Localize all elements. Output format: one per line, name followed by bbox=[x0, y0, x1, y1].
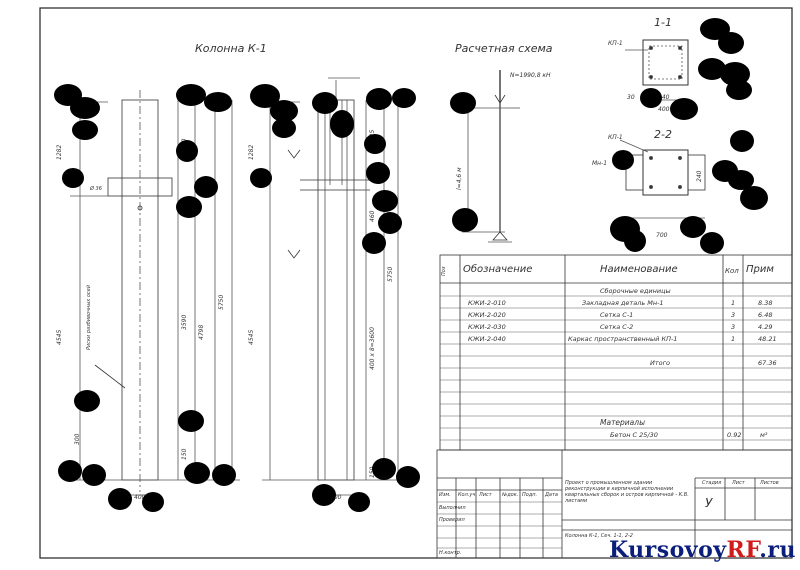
right-dim-4: 460 bbox=[369, 210, 376, 222]
watermark-part-1: Kursovoy bbox=[609, 537, 727, 563]
spec-header-qty: Кол bbox=[725, 267, 739, 275]
spec-row-2-note: 6.48 bbox=[758, 311, 773, 319]
sec1-dim-1: 400 bbox=[658, 106, 670, 113]
scheme-title: Расчетная схема bbox=[455, 42, 553, 55]
spec-row-4-qty: 1 bbox=[731, 335, 736, 343]
tb-label-doc: №док. bbox=[502, 492, 519, 498]
mid-dim-1: 1282 bbox=[248, 144, 255, 160]
spec-total-value: 67.36 bbox=[758, 359, 777, 367]
inner-dim-5: 150 bbox=[181, 448, 188, 460]
sec1-dim-2: 340 bbox=[658, 94, 670, 101]
tb-label-sheet: Лист bbox=[479, 492, 492, 498]
section-2-title: 2-2 bbox=[654, 128, 672, 141]
anchor-label: Ø 36 bbox=[90, 186, 102, 192]
watermark-part-2: RF bbox=[726, 537, 760, 563]
bottom-dim-1: 400 bbox=[134, 494, 146, 501]
tb-person-1: Выполнил bbox=[439, 505, 466, 511]
section-1-title: 1-1 bbox=[654, 16, 672, 29]
spec-row-4-note: 48.21 bbox=[758, 335, 777, 343]
sec1-dim-3: 30 bbox=[627, 94, 635, 101]
mid-dim-2: 4545 bbox=[248, 329, 255, 345]
kp-label-1: КП-1 bbox=[608, 40, 623, 47]
spec-header-designation: Обозначение bbox=[463, 264, 533, 275]
inner-dim-3: 5750 bbox=[218, 294, 225, 310]
spec-header-name: Наименование bbox=[600, 264, 678, 275]
title-block-sheets-header: Листов bbox=[760, 480, 779, 486]
mn-label: Мн-1 bbox=[592, 160, 608, 167]
tb-label-sign: Подп. bbox=[522, 492, 538, 498]
spec-row-1-name: Закладная деталь Мн-1 bbox=[582, 299, 664, 307]
spec-row-1-note: 8.38 bbox=[758, 299, 773, 307]
right-dim-2: 5750 bbox=[387, 266, 394, 282]
title-block-sheet-name: Колонна К-1, Сеч. 1-1, 2-2 bbox=[565, 533, 633, 539]
kp-label-2: КП-1 bbox=[608, 134, 623, 141]
right-dim-1: 400 х 8=3600 bbox=[369, 327, 376, 370]
load-label: N=1990,8 кН bbox=[510, 72, 551, 79]
spec-group-2: Материалы bbox=[600, 418, 645, 427]
span-label: l=4,6 м bbox=[456, 167, 463, 190]
spec-material-unit: м³ bbox=[760, 431, 768, 439]
sec2-dim-1: 700 bbox=[656, 232, 668, 239]
spec-material-name: Бетон С 25/30 bbox=[610, 431, 658, 439]
reinforcement-elevation bbox=[262, 77, 410, 496]
left-dim-3: 300 bbox=[74, 433, 81, 445]
spec-row-1-qty: 1 bbox=[731, 299, 736, 307]
spec-row-2-name: Сетка С-1 bbox=[600, 311, 634, 319]
spec-row-2-qty: 3 bbox=[731, 311, 736, 319]
title-block-sheet-header: Лист bbox=[732, 480, 745, 486]
watermark-logo[interactable]: KursovoyRF.ru bbox=[609, 537, 796, 563]
tb-label-change: Изм. bbox=[439, 492, 451, 498]
watermark-part-3: .ru bbox=[759, 537, 796, 563]
spec-row-4-name: Каркас пространственный КП-1 bbox=[568, 335, 678, 343]
section-2-2 bbox=[619, 139, 706, 219]
column-title: Колонна К-1 bbox=[195, 42, 267, 55]
title-block-stage-value: У bbox=[705, 496, 713, 510]
sec2-dim-2: 240 bbox=[696, 170, 703, 182]
tb-label-date: Дата bbox=[545, 492, 558, 498]
spec-row-2-code: КЖИ-2-020 bbox=[468, 311, 506, 319]
axis-note-label: Риски разбивочных осей bbox=[86, 285, 92, 350]
spec-table-grid bbox=[439, 254, 793, 451]
title-block-grid bbox=[436, 449, 793, 559]
spec-row-3-code: КЖИ-2-030 bbox=[468, 323, 506, 331]
left-dim-1: 1282 bbox=[56, 144, 63, 160]
title-block-description: Проект о промышленном здании реконструкц… bbox=[565, 480, 689, 504]
column-elevation bbox=[70, 90, 240, 496]
tb-person-3: Н.контр. bbox=[439, 550, 462, 556]
spec-pos-header: Поз bbox=[441, 266, 447, 276]
spec-row-1-code: КЖИ-2-010 bbox=[468, 299, 506, 307]
title-block-stage-header: Стадия bbox=[702, 480, 722, 486]
spec-row-3-name: Сетка С-2 bbox=[600, 323, 634, 331]
spec-group-1: Сборочные единицы bbox=[600, 287, 671, 295]
tb-person-2: Проверил bbox=[439, 517, 465, 523]
spec-row-3-qty: 3 bbox=[731, 323, 736, 331]
spec-material-qty: 0.92 bbox=[727, 431, 742, 439]
bottom-dim-2: 400 bbox=[330, 494, 342, 501]
inner-dim-1: 3590 bbox=[181, 314, 188, 330]
tb-label-count: Кол.уч bbox=[458, 492, 476, 498]
inner-dim-2: 4798 bbox=[198, 324, 205, 340]
spec-row-4-code: КЖИ-2-040 bbox=[468, 335, 506, 343]
spec-header-note: Прим bbox=[746, 264, 774, 275]
spec-total-label: Итого bbox=[650, 359, 671, 367]
spec-row-3-note: 4.29 bbox=[758, 323, 773, 331]
left-dim-2: 4545 bbox=[56, 329, 63, 345]
